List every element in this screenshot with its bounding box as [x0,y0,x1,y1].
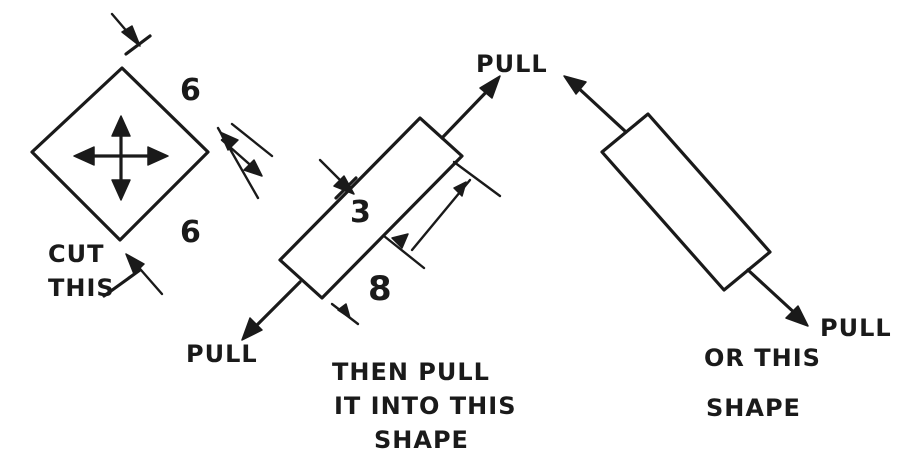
or-this-line1: OR THIS [704,344,821,372]
length-dimension-marker [330,160,502,326]
right-rectangle [600,112,772,292]
square-bottom-dimension: 6 [180,215,202,250]
then-pull-line1: THEN PULL [332,358,490,386]
cut-label-line2: THIS [48,274,115,302]
right-pull-arrow-top [563,75,628,134]
length-dimension: 8 [368,269,393,309]
pull-label-bottom-left: PULL [186,340,258,368]
four-way-arrow-icon [73,115,169,201]
diamond-shape [30,66,210,242]
then-pull-line3: SHAPE [374,426,469,454]
bottom-left-dimension-marker [102,253,164,298]
width-dimension: 3 [350,195,372,230]
top-left-dimension-marker [110,12,152,56]
or-this-line2: SHAPE [706,394,801,422]
pull-label-top-center: PULL [476,50,548,78]
right-pull-arrow-bottom [746,268,809,327]
cut-label-line1: CUT [48,240,104,268]
middle-pull-arrow-top [440,75,501,140]
pull-label-bottom-right: PULL [820,314,892,342]
width-dimension-marker [318,158,358,200]
square-top-dimension: 6 [180,73,202,108]
right-dimension-marker [216,122,274,200]
then-pull-line2: IT INTO THIS [334,392,516,420]
middle-pull-arrow-bottom [241,280,302,341]
middle-rectangle [278,116,464,300]
